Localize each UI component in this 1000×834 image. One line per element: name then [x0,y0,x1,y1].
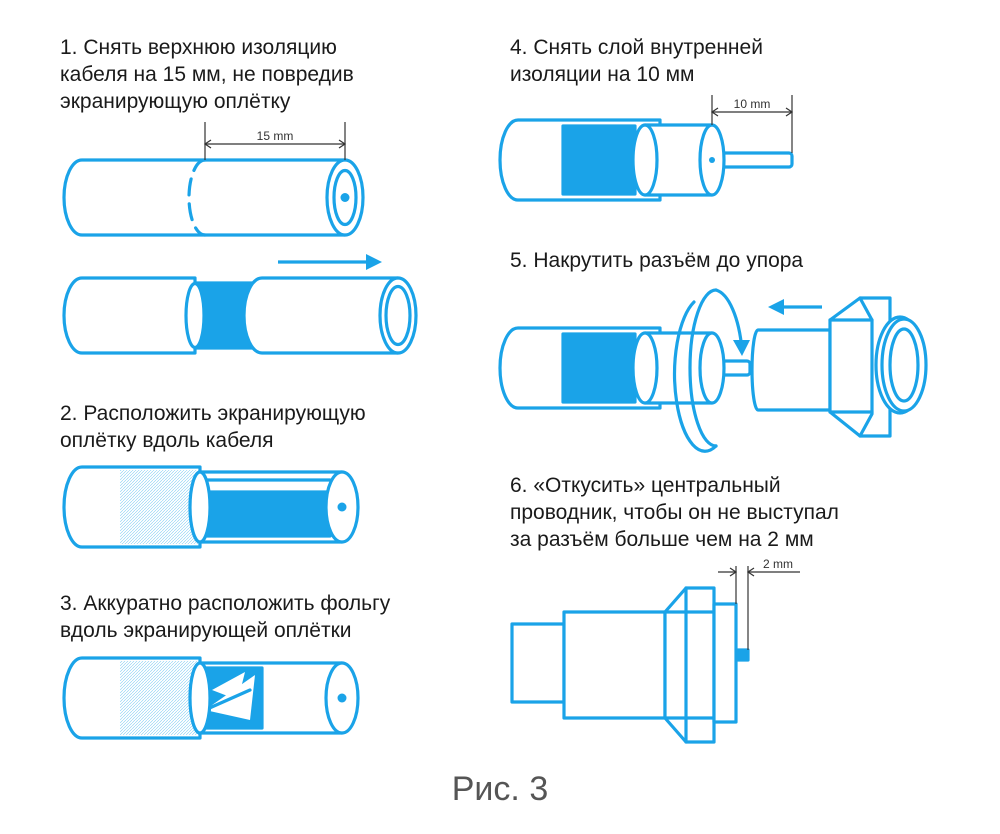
step-2-text: 2. Расположить экранирующую оплётку вдол… [60,402,366,452]
connector-trimmed-illustration: 2 mm [510,557,800,744]
step-6-text: 6. «Откусить» центральный проводник, что… [510,474,839,551]
braid-folded-illustration [62,465,360,549]
step-4-text: 4. Снять слой внутренней изоляции на 10 … [510,36,763,86]
dimension-15mm-label: 15 mm [257,129,294,143]
connector-screw-on-illustration [498,288,928,453]
figure-caption: Рис. 3 [451,770,549,808]
jacket-removal-illustration [62,254,418,355]
dimension-10mm-label: 10 mm [734,97,771,111]
foil-placement-illustration [62,656,360,740]
rotation-arrow-icon [688,288,718,448]
inner-insulation-stripped-illustration: 10 mm [498,95,794,202]
dimension-2mm-label: 2 mm [763,557,793,571]
cable-cut-mark-illustration: 15 mm [62,122,365,237]
step-5-text: 5. Накрутить разъём до упора [510,249,804,272]
step-1-text: 1. Снять верхнюю изоляцию кабеля на 15 м… [60,36,354,113]
step-3-text: 3. Аккуратно расположить фольгу вдоль эк… [60,592,391,642]
